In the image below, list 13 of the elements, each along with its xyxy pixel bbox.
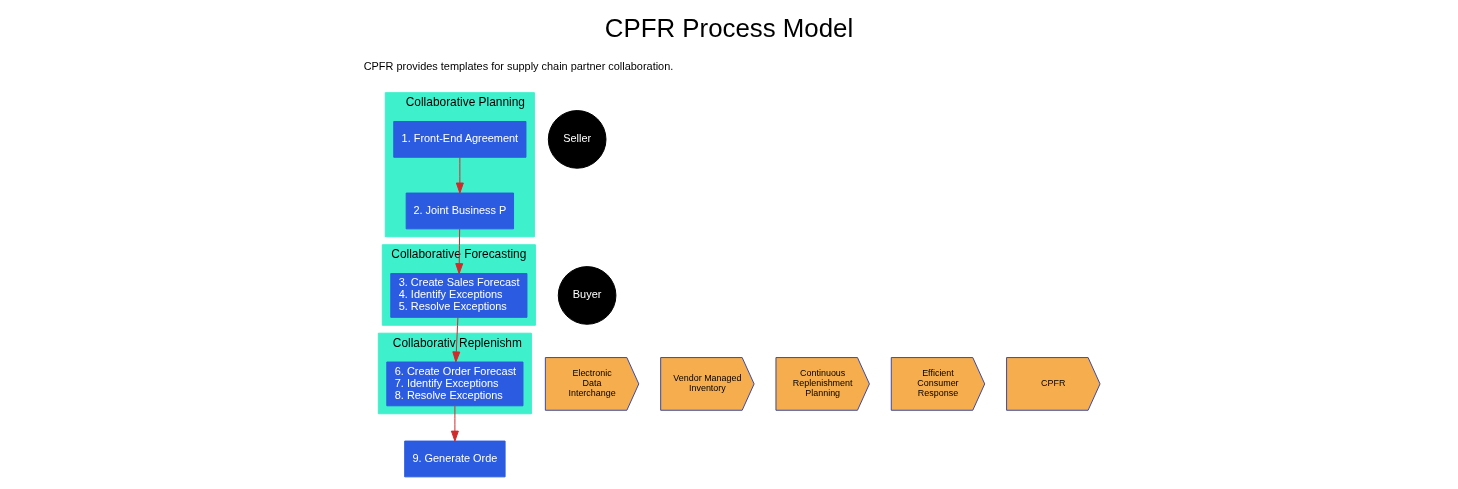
label: CPFR provides templates for supply chain partner collaboration. (363, 59, 674, 72)
node-circle: Seller (547, 110, 607, 169)
node-box: 6. Create Order Forecast 7. Identify Exceptions 8. Resolve Exceptions (386, 361, 524, 407)
node-box: 2. Joint Business P (405, 192, 515, 230)
diagram-title: CPFR Process Model (604, 13, 854, 42)
node-box: 9. Generate Orde (404, 440, 506, 478)
arrow (455, 157, 464, 194)
arrow (452, 316, 461, 363)
node-box: 1. Front-End Agreement (393, 121, 527, 158)
arrow (455, 228, 464, 275)
node-circle: Buyer (557, 266, 617, 325)
arrow (450, 405, 459, 442)
node-box: 3. Create Sales Forecast 4. Identify Exceptions 5. Resolve Exceptions (390, 273, 528, 318)
